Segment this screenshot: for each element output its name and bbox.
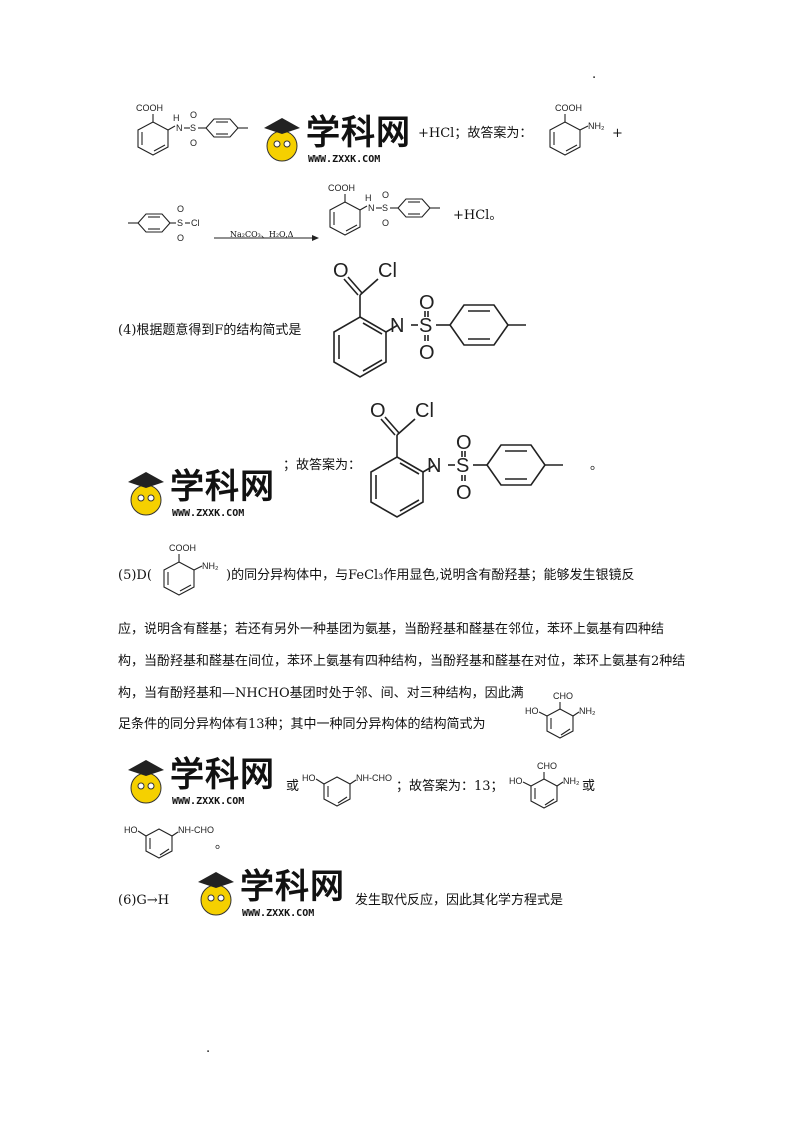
svg-text:学科网: 学科网: [170, 755, 275, 795]
anthranilic-acid-structure: COOH NH₂: [549, 103, 605, 156]
svg-text:O: O: [190, 138, 197, 148]
svg-text:S: S: [419, 315, 432, 337]
svg-text:学科网: 学科网: [240, 867, 345, 907]
corner-dot: .: [592, 67, 597, 82]
svg-text:WWW.ZXXK.COM: WWW.ZXXK.COM: [308, 154, 380, 165]
svg-text:NH₂: NH₂: [588, 121, 605, 131]
or-text: 或: [286, 779, 300, 794]
q4-answer-label: ；故答案为：: [283, 458, 362, 473]
isomer-structure-2: HO NH-CHO: [302, 773, 392, 807]
line1-text: +HCl；故答案为：: [418, 126, 533, 141]
svg-text:HO: HO: [124, 825, 138, 835]
svg-text:O: O: [419, 342, 435, 364]
reaction-conditions: Na₂CO₃、H₂O,Δ: [230, 230, 294, 239]
svg-text:COOH: COOH: [555, 103, 582, 113]
svg-text:NH₂: NH₂: [202, 561, 219, 571]
svg-text:S: S: [177, 218, 183, 228]
svg-text:N: N: [390, 315, 404, 337]
svg-text:学科网: 学科网: [306, 113, 411, 153]
svg-text:O: O: [177, 233, 184, 243]
svg-text:HO: HO: [302, 773, 316, 783]
svg-text:CHO: CHO: [553, 691, 573, 701]
svg-text:WWW.ZXXK.COM: WWW.ZXXK.COM: [172, 796, 244, 807]
svg-text:N: N: [176, 123, 183, 133]
zxxk-logo: 学科网 WWW.ZXXK.COM: [128, 755, 275, 807]
svg-text:NH₂: NH₂: [579, 706, 596, 716]
zxxk-logo: 学科网 WWW.ZXXK.COM: [128, 467, 275, 519]
q5-paragraph: 应，说明含有醛基；若还有另外一种基团为氨基，当酚羟基和醛基在邻位，苯环上氨基有四…: [118, 622, 686, 701]
svg-text:O: O: [190, 110, 197, 120]
svg-text:COOH: COOH: [328, 183, 355, 193]
svg-text:S: S: [456, 455, 469, 477]
q6-prefix: (6)G→H: [118, 893, 170, 908]
reaction-arrow: [214, 235, 319, 241]
svg-text:NH₂: NH₂: [563, 776, 580, 786]
tosyl-anthranilic-acid-structure: COOH H N S O O: [328, 183, 440, 236]
q5-answer: ；故答案为：13；: [396, 779, 504, 794]
svg-text:S: S: [382, 203, 388, 213]
svg-text:CHO: CHO: [537, 761, 557, 771]
compound-f-structure: O Cl N H S O O: [333, 260, 526, 378]
compound-f-answer-structure: O Cl N S O O: [370, 400, 563, 518]
svg-text:N: N: [368, 203, 375, 213]
svg-text:H: H: [173, 113, 180, 123]
svg-text:NH-CHO: NH-CHO: [356, 773, 392, 783]
svg-text:HO: HO: [525, 706, 539, 716]
isomer-structure-1: HO CHO NH₂: [509, 761, 580, 809]
tosyl-chloride-structure: S O O Cl: [128, 204, 200, 243]
zxxk-logo: 学科网 WWW.ZXXK.COM: [198, 867, 345, 919]
svg-text:NH-CHO: NH-CHO: [178, 825, 214, 835]
corner-dot: .: [206, 1041, 211, 1056]
svg-text:学科网: 学科网: [170, 467, 275, 507]
line2-text: +HCl。: [453, 208, 503, 223]
or-text: 或: [582, 779, 596, 794]
tosyl-anthranilic-acid-structure: COOH H N S O O: [136, 103, 248, 156]
isomer-structure-1: HO CHO NH₂: [525, 691, 596, 739]
svg-text:COOH: COOH: [136, 103, 163, 113]
svg-text:Cl: Cl: [378, 260, 397, 282]
compound-d-structure: COOH NH₂: [163, 543, 219, 596]
svg-text:O: O: [456, 482, 472, 504]
svg-text:Cl: Cl: [191, 218, 200, 228]
svg-text:O: O: [382, 190, 389, 200]
q5-last-line: 足条件的同分异构体有13种；其中一种同分异构体的结构简式为: [118, 717, 486, 732]
q4-end: 。: [590, 458, 604, 473]
svg-text:HO: HO: [509, 776, 523, 786]
svg-text:H: H: [365, 193, 372, 203]
q4-label: (4)根据题意得到F的结构简式是: [118, 323, 302, 338]
q5-text: )的同分异构体中，与FeCl₃作用显色,说明含有酚羟基；能够发生银镜反: [226, 568, 635, 583]
svg-text:S: S: [190, 123, 196, 133]
svg-text:O: O: [177, 204, 184, 214]
svg-text:WWW.ZXXK.COM: WWW.ZXXK.COM: [242, 908, 314, 919]
isomer-structure-2: HO NH-CHO: [124, 825, 214, 859]
svg-text:WWW.ZXXK.COM: WWW.ZXXK.COM: [172, 508, 244, 519]
plus-sign: +: [612, 126, 623, 141]
svg-text:O: O: [456, 432, 472, 454]
svg-text:COOH: COOH: [169, 543, 196, 553]
q6-text: 发生取代反应，因此其化学方程式是: [355, 893, 564, 908]
svg-text:O: O: [382, 218, 389, 228]
q5-end: 。: [215, 837, 229, 852]
svg-text:N: N: [427, 455, 441, 477]
q5-prefix: (5)D(: [118, 568, 152, 583]
zxxk-logo: 学科网 WWW.ZXXK.COM: [264, 113, 411, 165]
svg-text:Cl: Cl: [415, 400, 434, 422]
svg-text:O: O: [333, 260, 349, 282]
svg-text:O: O: [370, 400, 386, 422]
svg-text:O: O: [419, 292, 435, 314]
